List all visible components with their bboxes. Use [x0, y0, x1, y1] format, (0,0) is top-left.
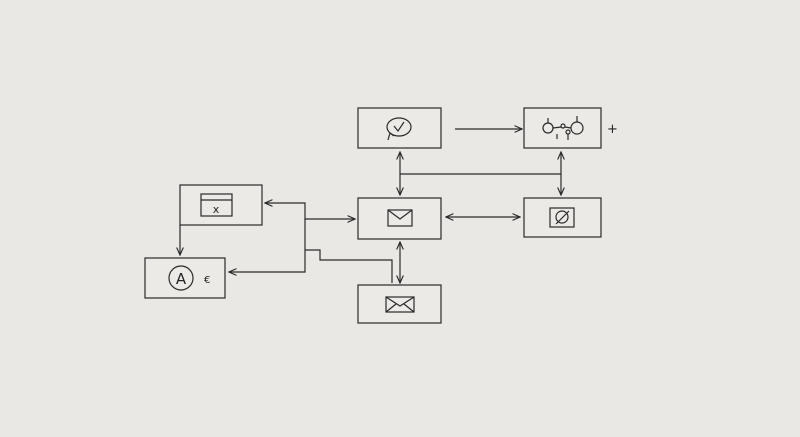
edge-hub-to-avatar: [229, 219, 306, 272]
node-chat[interactable]: [357, 107, 442, 149]
node-avatar[interactable]: A €: [144, 257, 226, 299]
node-settings[interactable]: [523, 197, 602, 238]
connectors: [180, 129, 561, 283]
window-close-glyph: x: [213, 203, 220, 216]
avatar-letter: A: [176, 270, 187, 288]
envelope-icon: [387, 209, 413, 227]
node-network[interactable]: [523, 107, 602, 149]
network-plus-label: +: [607, 122, 618, 137]
network-nodes-icon: [542, 116, 584, 140]
envelope-icon: [385, 296, 415, 313]
chat-bubble-check-icon: [386, 117, 412, 141]
node-mail-bottom[interactable]: [357, 284, 442, 324]
disabled-circle-icon: [549, 207, 575, 228]
browser-window-close-icon: [200, 193, 233, 217]
avatar-currency-glyph: €: [204, 275, 210, 286]
edge-hub-to-mail-bottom: [305, 249, 393, 283]
letter-circle-icon: [168, 265, 194, 291]
node-mail-center[interactable]: [357, 197, 442, 240]
node-window[interactable]: x: [179, 184, 263, 226]
edge-window-to-hub: [265, 203, 355, 219]
